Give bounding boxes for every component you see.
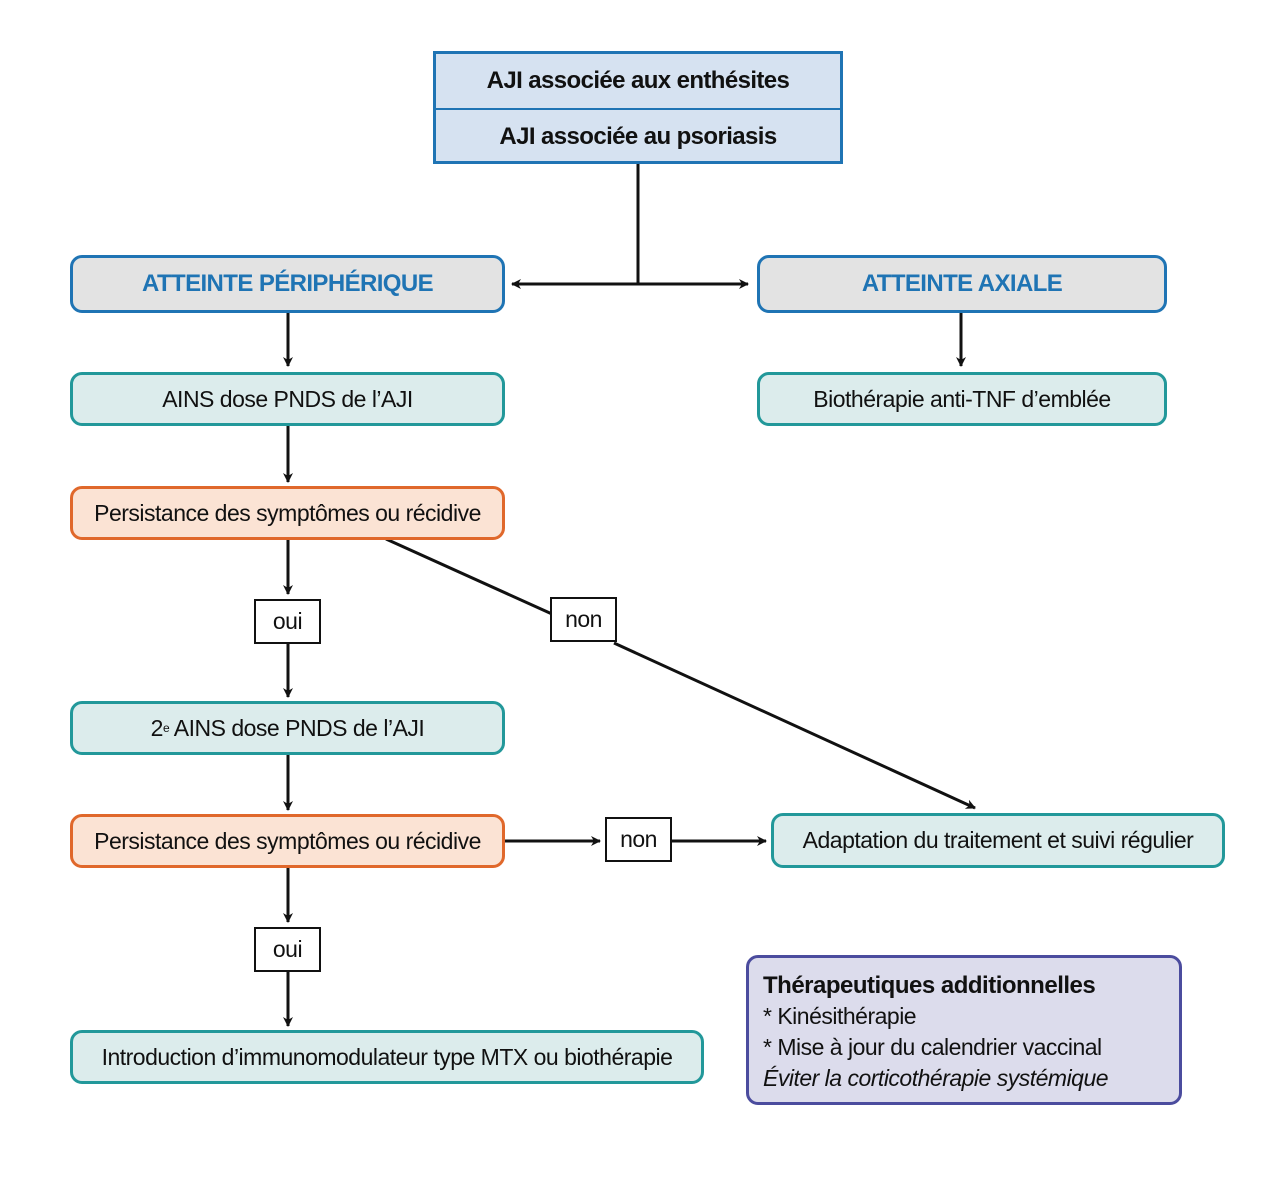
- step2-ordinal: 2: [150, 714, 164, 741]
- additional-item-vaccination: * Mise à jour du calendrier vaccinal: [763, 1034, 1102, 1060]
- step2-text: AINS dose PNDS de l’AJI: [169, 714, 425, 741]
- no-label-2: non: [605, 817, 672, 862]
- treatment-adaptation-box: Adaptation du traitement et suivi réguli…: [771, 813, 1225, 868]
- axial-involvement-box: ATTEINTE AXIALE: [757, 255, 1167, 313]
- additional-therapies-title: Thérapeutiques additionnelles: [763, 972, 1096, 999]
- persistence-question-1: Persistance des symptômes ou récidive: [70, 486, 505, 540]
- anti-tnf-box: Biothérapie anti-TNF d’emblée: [757, 372, 1167, 426]
- persistence-question-2: Persistance des symptômes ou récidive: [70, 814, 505, 868]
- arrow-non-to-adaptation: [613, 641, 976, 810]
- peripheral-involvement-box: ATTEINTE PÉRIPHÉRIQUE: [70, 255, 505, 313]
- yes-label-2: oui: [254, 927, 321, 972]
- additional-note-corticosteroids: Éviter la corticothérapie systémique: [763, 1065, 1109, 1091]
- indication-enthesitis: AJI associée aux enthésites: [486, 67, 790, 94]
- indication-psoriasis: AJI associée au psoriasis: [436, 108, 840, 164]
- additional-therapies-box: Thérapeutiques additionnelles * Kinésith…: [746, 955, 1182, 1105]
- line-question1-to-non: [385, 537, 553, 616]
- indication-header-box: AJI associée aux enthésites AJI associée…: [433, 51, 843, 164]
- no-label-1: non: [550, 597, 617, 642]
- yes-label-1: oui: [254, 599, 321, 644]
- additional-item-physiotherapy: * Kinésithérapie: [763, 1003, 917, 1029]
- nsaid-first-line-box: AINS dose PNDS de l’AJI: [70, 372, 505, 426]
- immunomodulator-introduction-box: Introduction d’immunomodulateur type MTX…: [70, 1030, 704, 1084]
